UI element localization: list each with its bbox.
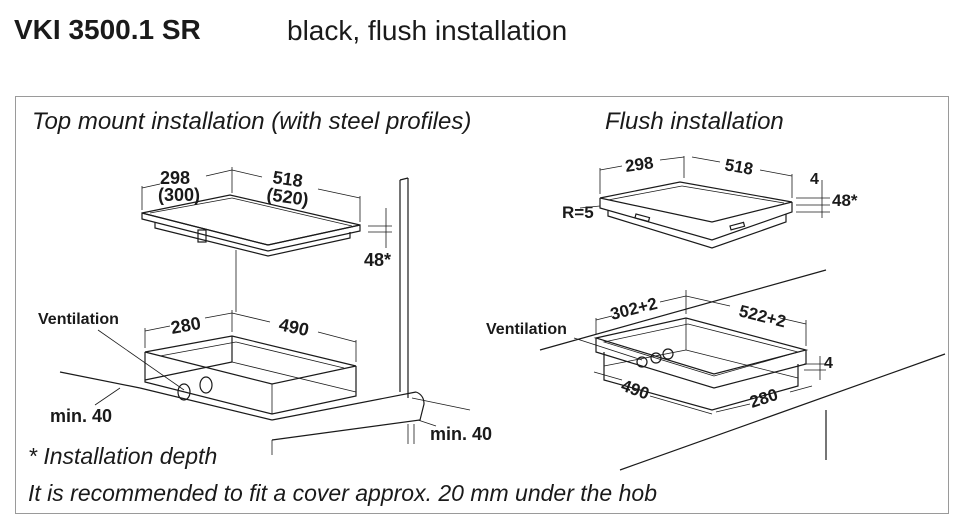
hob-foot <box>197 229 207 243</box>
ventilation-label-left: Ventilation <box>38 311 119 328</box>
flush-dim-522: 522+2 <box>737 301 788 331</box>
min-40-left: min. 40 <box>50 406 112 426</box>
flush-dim-518: 518 <box>723 155 754 179</box>
dim-298: 298 <box>160 168 190 188</box>
model-description: black, flush installation <box>287 15 568 46</box>
ventilation-label-right: Ventilation <box>486 321 567 338</box>
flush-depth-48: 48* <box>832 191 858 210</box>
dim-300: (300) <box>158 185 200 205</box>
flush-drawing: 298 518 R=5 4 48* Ventilation 302+2 522+… <box>486 153 946 471</box>
dim-520: (520) <box>265 184 309 210</box>
flush-dim-490: 490 <box>619 376 652 404</box>
cover-note: It is recommended to fit a cover approx.… <box>28 480 657 506</box>
cutout-top-mount <box>144 335 357 385</box>
depth-note: * Installation depth <box>28 443 218 469</box>
dim-490-left: 490 <box>277 314 311 340</box>
flush-heading: Flush installation <box>605 108 784 135</box>
flush-edge-4: 4 <box>810 171 819 188</box>
dim-48-top: 48* <box>364 250 391 270</box>
top-mount-heading: Top mount installation (with steel profi… <box>32 108 472 135</box>
dim-280-left: 280 <box>169 313 202 338</box>
model-title: VKI 3500.1 SR <box>14 14 201 45</box>
top-mount-drawing: 298 (300) 518 (520) 48* Ventilation 280 … <box>38 167 492 455</box>
min-40-right: min. 40 <box>430 424 492 444</box>
flush-recess-4: 4 <box>824 355 833 372</box>
flush-dim-298: 298 <box>624 153 655 176</box>
flush-dim-280: 280 <box>747 385 780 412</box>
flush-radius: R=5 <box>562 203 594 222</box>
diagram-frame <box>15 96 949 514</box>
dim-518: 518 <box>271 167 304 191</box>
